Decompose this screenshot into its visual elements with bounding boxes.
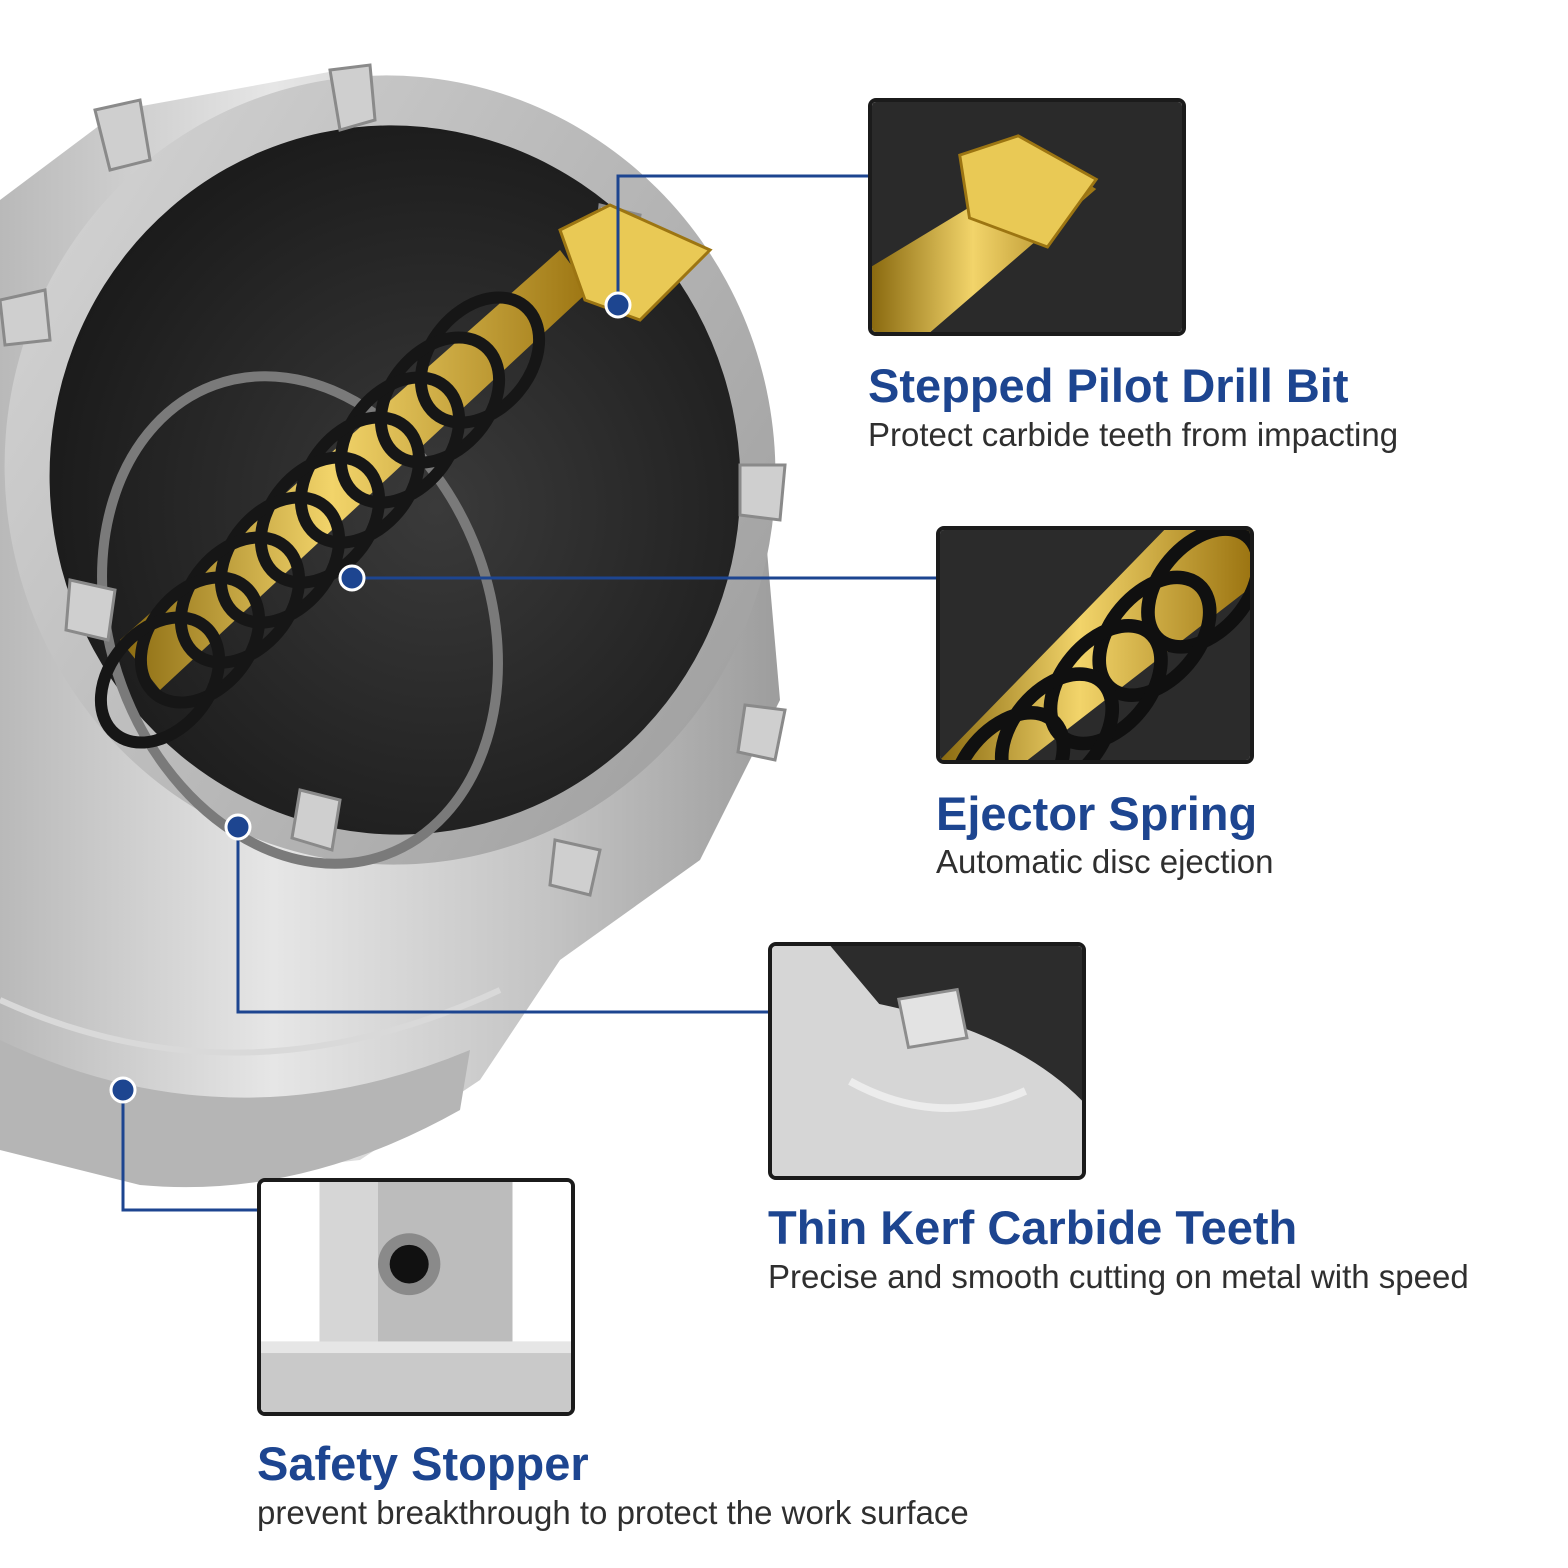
callout-desc-carbide-teeth: Precise and smooth cutting on metal with… xyxy=(768,1258,1469,1295)
callout-desc-ejector-spring: Automatic disc ejection xyxy=(936,843,1274,880)
callout-desc-safety-stopper: prevent breakthrough to protect the work… xyxy=(257,1494,969,1531)
ejector-spring-closeup-icon xyxy=(936,526,1254,764)
carbide-teeth-closeup-icon xyxy=(768,942,1086,1180)
callout-title-carbide-teeth: Thin Kerf Carbide Teeth xyxy=(768,1201,1298,1254)
callout-title-ejector-spring: Ejector Spring xyxy=(936,787,1258,840)
safety-stopper-closeup-icon xyxy=(257,1178,575,1416)
callout-desc-pilot-drill-bit: Protect carbide teeth from impacting xyxy=(868,416,1399,453)
pilot-drill-bit-closeup-icon xyxy=(868,98,1186,336)
callout-title-pilot-drill-bit: Stepped Pilot Drill Bit xyxy=(868,359,1349,412)
callout-title-safety-stopper: Safety Stopper xyxy=(257,1437,589,1490)
